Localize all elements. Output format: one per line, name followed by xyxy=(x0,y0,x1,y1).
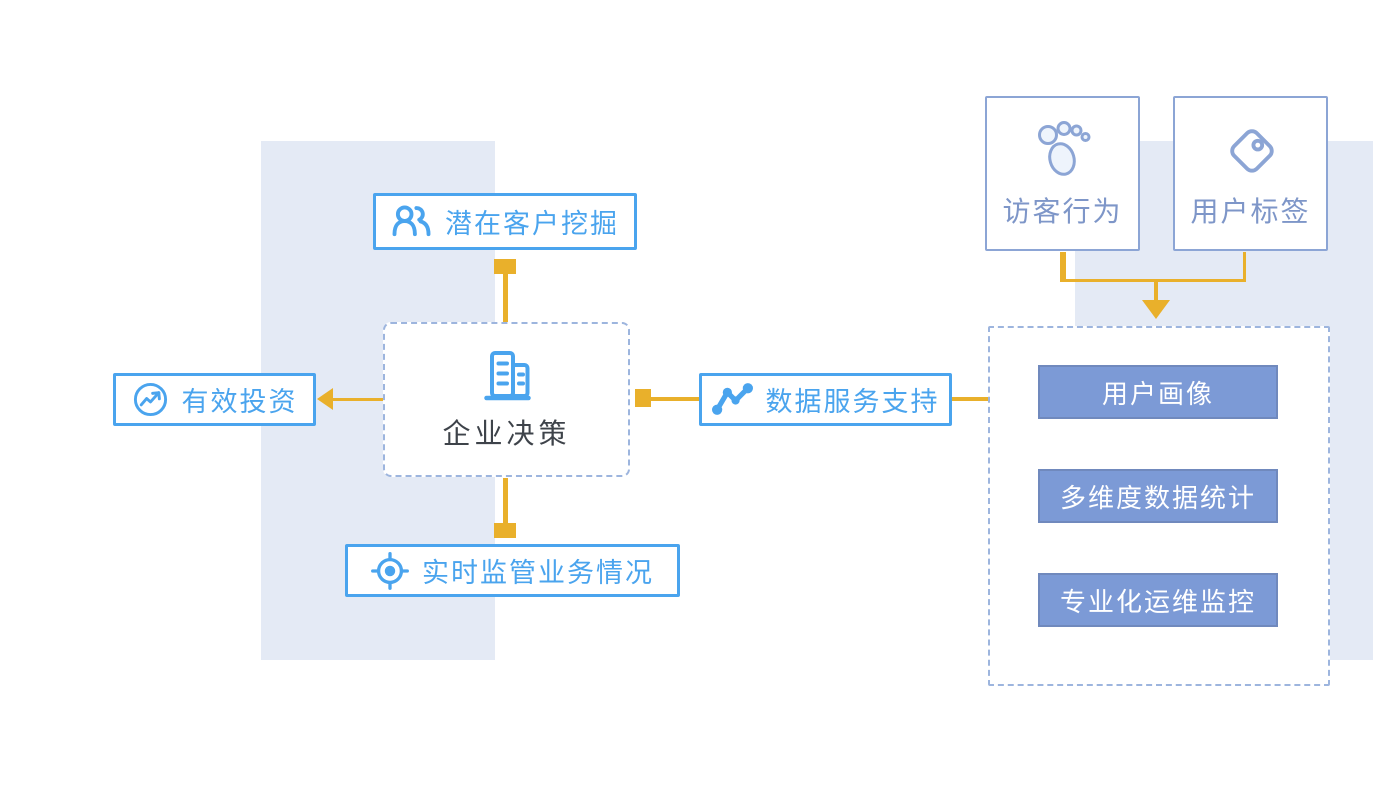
node-potential-customer-mining: 潜在客户挖掘 xyxy=(373,193,637,250)
capability-item-user-profile: 用户画像 xyxy=(1038,365,1278,419)
footprints-icon xyxy=(1037,120,1090,176)
connector-bottom-cap xyxy=(494,523,516,538)
crosshair-icon xyxy=(371,551,409,590)
connector-right-line-inner xyxy=(649,397,699,401)
buildings-icon xyxy=(483,350,531,400)
nodes-icon xyxy=(711,383,753,415)
node-effective-investment: 有效投资 xyxy=(113,373,316,426)
connector-merge-stem xyxy=(1154,281,1158,301)
connector-merge-horizontal xyxy=(1060,279,1246,282)
node-label: 数据服务支持 xyxy=(765,387,940,417)
node-label: 实时监管业务情况 xyxy=(422,558,654,588)
capability-label: 用户画像 xyxy=(1101,378,1214,409)
connector-merge-left-stub xyxy=(1060,252,1066,282)
connector-top-stem xyxy=(503,272,508,322)
connector-merge-right-stub xyxy=(1243,252,1246,282)
users-icon xyxy=(392,205,431,237)
node-user-tags: 用户标签 xyxy=(1173,96,1328,251)
arrowhead-down-icon xyxy=(1142,300,1170,319)
node-data-service-support: 数据服务支持 xyxy=(699,373,952,426)
connector-right-cap xyxy=(635,389,651,407)
capability-label: 专业化运维监控 xyxy=(1059,586,1256,617)
node-label: 访客行为 xyxy=(1002,195,1123,227)
connector-bottom-stem xyxy=(503,478,508,525)
node-label: 有效投资 xyxy=(181,387,298,417)
node-label: 企业决策 xyxy=(442,417,571,449)
node-label: 潜在客户挖掘 xyxy=(445,209,619,239)
tag-icon xyxy=(1229,128,1274,173)
trend-circle-icon xyxy=(133,382,167,417)
capability-label: 多维度数据统计 xyxy=(1059,482,1256,513)
arrowhead-left-icon xyxy=(317,388,333,410)
node-label: 用户标签 xyxy=(1190,195,1311,227)
node-visitor-behavior: 访客行为 xyxy=(985,96,1140,251)
node-enterprise-decision: 企业决策 xyxy=(383,322,630,477)
capability-item-multidimensional-statistics: 多维度数据统计 xyxy=(1038,469,1278,523)
node-realtime-business-monitoring: 实时监管业务情况 xyxy=(345,544,680,597)
connector-top-cap xyxy=(494,259,516,274)
connector-left-line xyxy=(333,398,383,401)
capability-item-professional-ops-monitoring: 专业化运维监控 xyxy=(1038,573,1278,627)
connector-right-line-outer xyxy=(952,397,988,401)
